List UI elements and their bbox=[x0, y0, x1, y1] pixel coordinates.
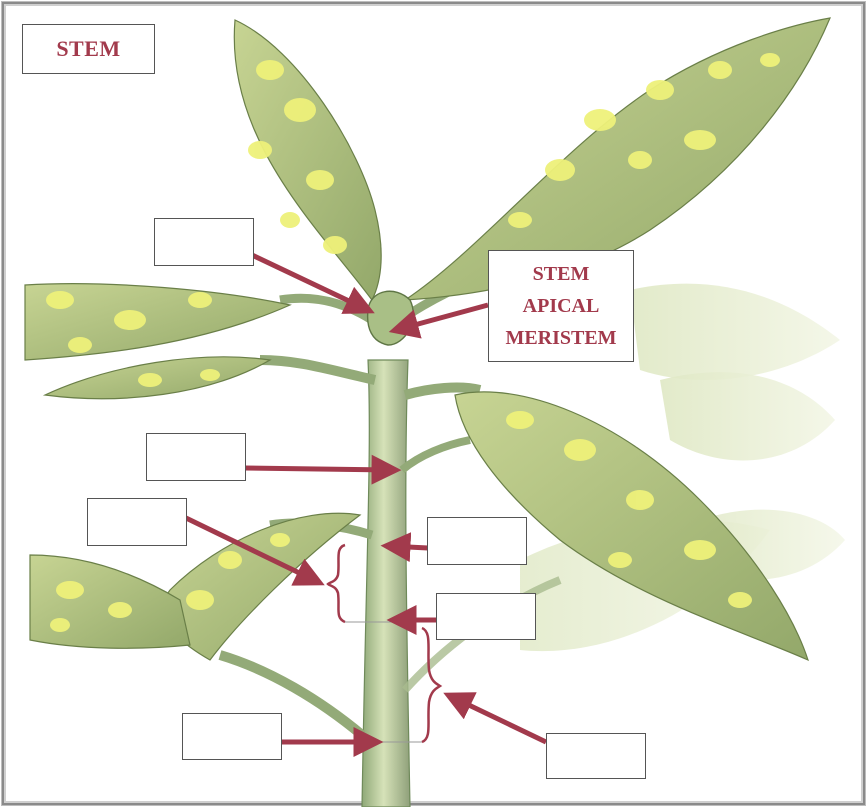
diagram-title: STEM bbox=[22, 24, 155, 74]
blank-label-box-5[interactable] bbox=[436, 593, 536, 640]
background-leaf bbox=[660, 372, 835, 460]
petiole bbox=[402, 440, 470, 470]
petiole bbox=[260, 360, 375, 380]
internode-brace bbox=[422, 628, 440, 742]
blank-label-box-4[interactable] bbox=[427, 517, 527, 565]
label-apical-meristem-line2: APICAL bbox=[489, 290, 633, 322]
background-leaf bbox=[630, 284, 840, 380]
arrow-leaf-scar bbox=[388, 546, 428, 548]
node-brace bbox=[328, 545, 345, 622]
leaf-lower-far-left bbox=[30, 555, 190, 648]
blank-label-box-2[interactable] bbox=[146, 433, 246, 481]
label-apical-meristem-line3: MERISTEM bbox=[489, 322, 633, 354]
blank-label-box-7[interactable] bbox=[546, 733, 646, 779]
apical-bud bbox=[368, 291, 414, 345]
blank-label-box-6[interactable] bbox=[182, 713, 282, 760]
petiole bbox=[280, 298, 372, 320]
label-apical-meristem-line1: STEM bbox=[489, 258, 633, 290]
arrow-axillary-bud bbox=[245, 468, 394, 470]
arrow-internode bbox=[450, 696, 546, 742]
blank-label-box-3[interactable] bbox=[87, 498, 187, 546]
label-apical-meristem: STEM APICAL MERISTEM bbox=[488, 250, 634, 362]
blank-label-box-1[interactable] bbox=[154, 218, 254, 266]
